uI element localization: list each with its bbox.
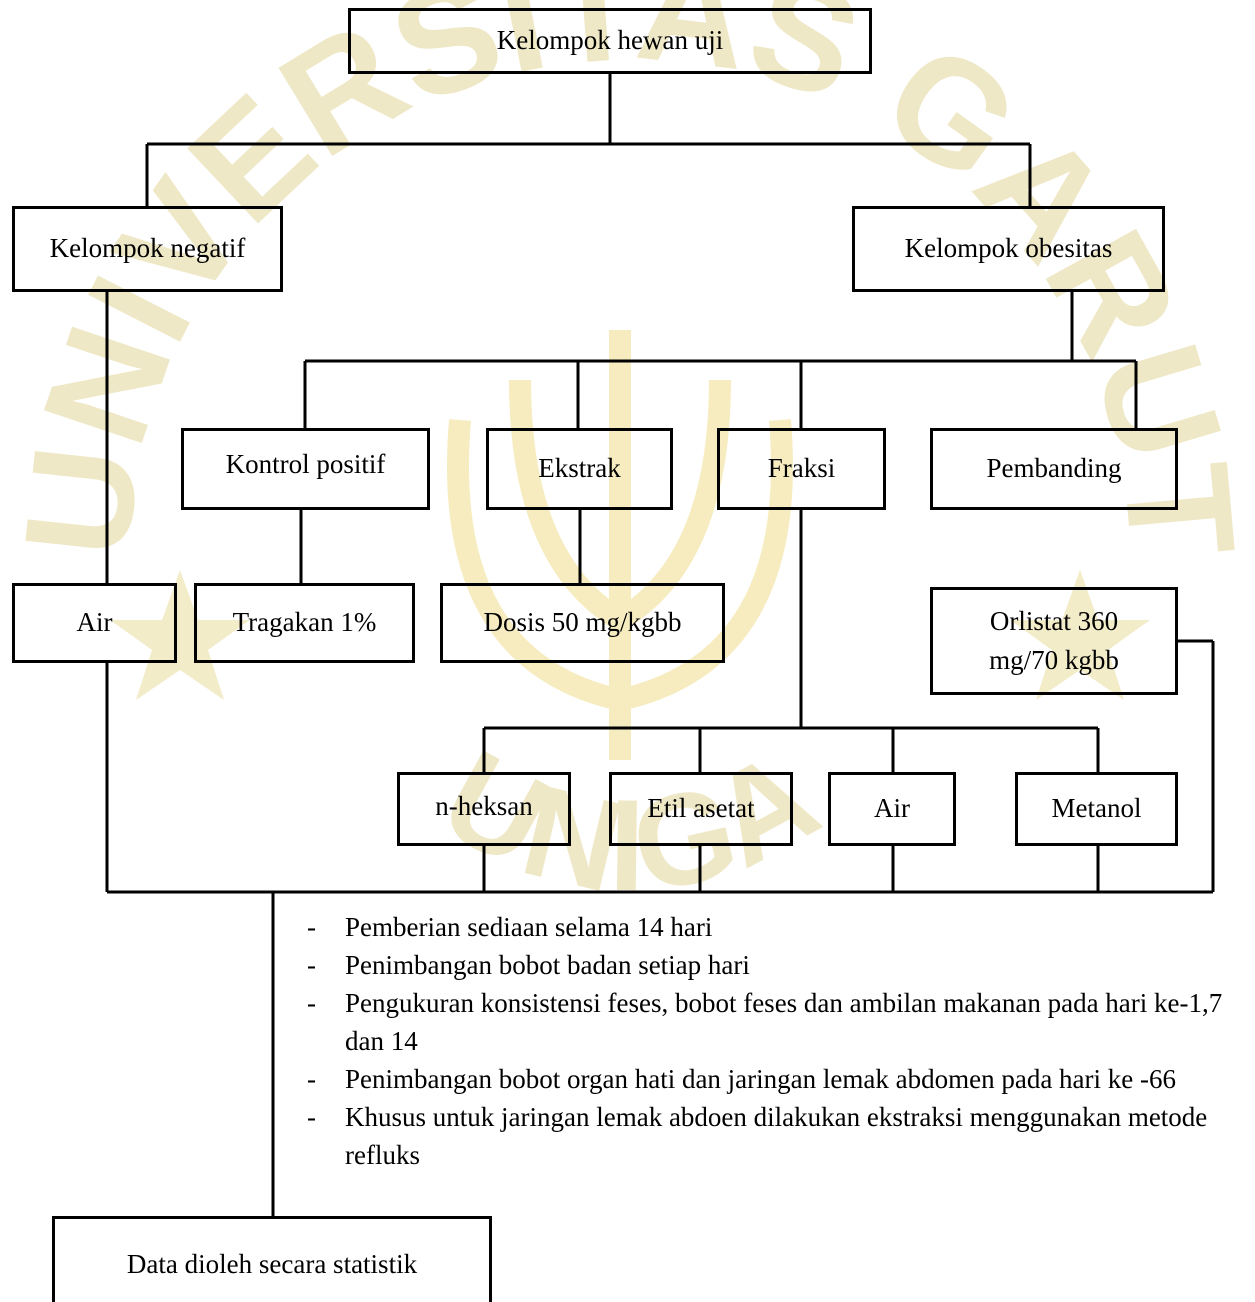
procedure-note-text: Penimbangan bobot organ hati dan jaringa… xyxy=(345,1064,1177,1094)
procedure-note-text: Pengukuran konsistensi feses, bobot fese… xyxy=(345,988,1223,1056)
procedure-note: -Pemberian sediaan selama 14 hari xyxy=(300,908,1245,946)
negative-water-node: Air xyxy=(12,583,177,663)
procedure-note: -Pengukuran konsistensi feses, bobot fes… xyxy=(300,984,1245,1060)
negative-group-node: Kelompok negatif xyxy=(12,206,283,292)
procedure-note-text: Khusus untuk jaringan lemak abdoen dilak… xyxy=(345,1102,1208,1170)
orlistat-line-1: Orlistat 360 xyxy=(989,605,1119,636)
procedure-note-text: Pemberian sediaan selama 14 hari xyxy=(345,912,713,942)
positive-control-node: Kontrol positif xyxy=(181,428,430,510)
root-node: Kelompok hewan uji xyxy=(348,8,872,74)
procedure-note-text: Penimbangan bobot badan setiap hari xyxy=(345,950,750,980)
n-hexane-node: n-heksan xyxy=(397,772,571,846)
procedure-note: -Khusus untuk jaringan lemak abdoen dila… xyxy=(300,1098,1245,1174)
methanol-node: Metanol xyxy=(1015,772,1178,846)
orlistat-node: Orlistat 360 mg/70 kgbb xyxy=(930,587,1178,695)
comparator-node: Pembanding xyxy=(930,428,1178,510)
orlistat-line-2: mg/70 kgbb xyxy=(989,645,1119,675)
result-node: Data dioleh secara statistik xyxy=(52,1216,492,1302)
bullet-dash: - xyxy=(307,988,316,1018)
extract-dose-node: Dosis 50 mg/kgbb xyxy=(440,583,725,663)
ethyl-acetate-node: Etil asetat xyxy=(609,772,793,846)
bullet-dash: - xyxy=(307,950,316,980)
fraction-water-node: Air xyxy=(828,772,956,846)
tragacanth-node: Tragakan 1% xyxy=(194,583,415,663)
procedure-note: -Penimbangan bobot badan setiap hari xyxy=(300,946,1245,984)
procedure-note: -Penimbangan bobot organ hati dan jaring… xyxy=(300,1060,1245,1098)
obesity-group-node: Kelompok obesitas xyxy=(852,206,1165,292)
bullet-dash: - xyxy=(307,912,316,942)
procedure-notes-list: -Pemberian sediaan selama 14 hari -Penim… xyxy=(300,908,1245,1174)
bullet-dash: - xyxy=(307,1102,316,1132)
extract-node: Ekstrak xyxy=(486,428,673,510)
fraction-node: Fraksi xyxy=(717,428,886,510)
bullet-dash: - xyxy=(307,1064,316,1094)
